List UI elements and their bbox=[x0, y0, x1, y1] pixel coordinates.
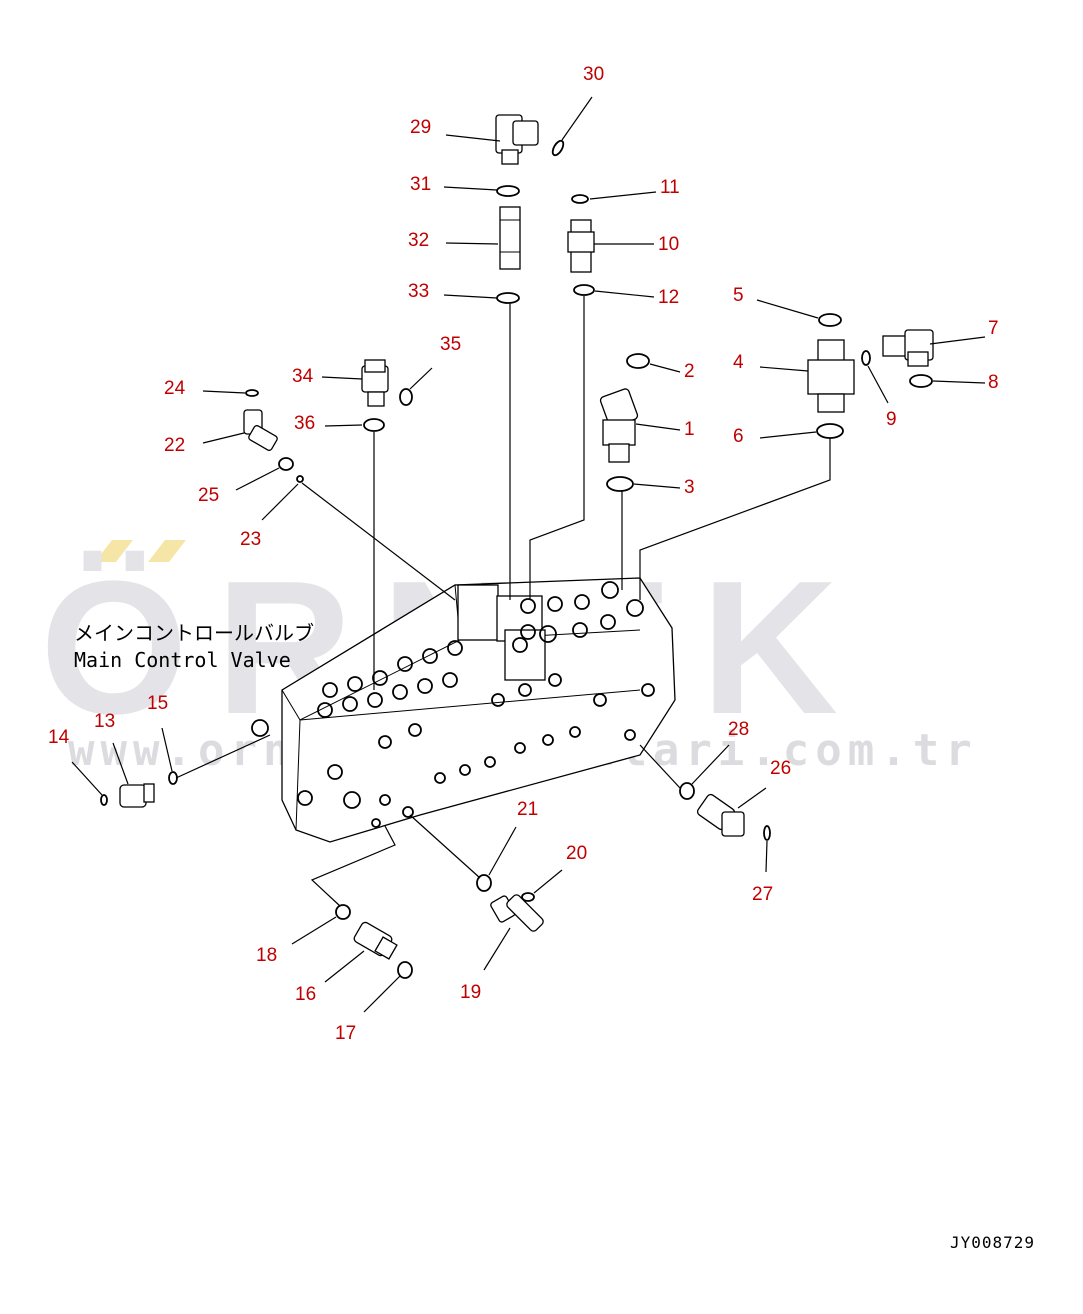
callout-2: 2 bbox=[684, 361, 695, 382]
part-13-plug bbox=[119, 783, 155, 808]
part-34-elbow-fitting bbox=[361, 359, 389, 407]
part-21-o-ring bbox=[476, 874, 492, 892]
callout-15: 15 bbox=[147, 693, 168, 714]
callout-16: 16 bbox=[295, 984, 316, 1005]
part-5-o-ring bbox=[818, 313, 842, 327]
callout-5: 5 bbox=[733, 285, 744, 306]
part-1-elbow-fitting bbox=[599, 388, 639, 463]
part-19-elbow-fitting bbox=[490, 894, 544, 932]
callout-36: 36 bbox=[294, 413, 315, 434]
callout-34: 34 bbox=[292, 366, 314, 387]
part-32-adapter bbox=[499, 206, 521, 270]
part-20-o-ring bbox=[521, 892, 535, 902]
callout-leaders bbox=[71, 96, 986, 1013]
callout-35: 35 bbox=[440, 334, 461, 355]
part-18-o-ring bbox=[335, 904, 351, 920]
callout-17: 17 bbox=[335, 1023, 356, 1044]
callout-3: 3 bbox=[684, 477, 695, 498]
callout-26: 26 bbox=[770, 758, 791, 779]
valve-caption: メインコントロールバルブ Main Control Valve bbox=[74, 621, 314, 672]
part-25-o-ring bbox=[278, 457, 294, 471]
callout-19: 19 bbox=[460, 982, 481, 1003]
callout-11: 11 bbox=[660, 177, 680, 198]
callout-25: 25 bbox=[198, 485, 219, 506]
parts bbox=[100, 114, 934, 979]
callout-22: 22 bbox=[164, 435, 185, 456]
part-4-adapter bbox=[807, 339, 855, 413]
callout-8: 8 bbox=[988, 372, 999, 393]
callout-31: 31 bbox=[410, 174, 431, 195]
watermark-umlaut-left bbox=[95, 540, 133, 562]
part-9-o-ring bbox=[861, 350, 871, 366]
part-22-elbow-fitting bbox=[243, 409, 278, 451]
figure-code: JY008729 bbox=[950, 1233, 1035, 1252]
callout-21: 21 bbox=[517, 799, 538, 820]
callout-29: 29 bbox=[410, 117, 431, 138]
part-35-o-ring bbox=[399, 388, 413, 406]
part-33-o-ring bbox=[496, 292, 520, 304]
valve-ports bbox=[251, 581, 655, 828]
part-24-o-ring bbox=[245, 389, 259, 397]
callout-18: 18 bbox=[256, 945, 277, 966]
main-control-valve-body bbox=[251, 577, 676, 843]
callout-4: 4 bbox=[733, 352, 744, 373]
watermark-umlaut-right bbox=[148, 540, 186, 562]
callout-32: 32 bbox=[408, 230, 429, 251]
part-31-o-ring bbox=[496, 185, 520, 197]
part-29-elbow-fitting bbox=[495, 114, 539, 165]
callout-23: 23 bbox=[240, 529, 261, 550]
part-2-o-ring bbox=[626, 353, 650, 369]
part-3-o-ring bbox=[606, 476, 634, 492]
part-27-o-ring bbox=[763, 825, 771, 841]
part-17-o-ring bbox=[397, 961, 413, 979]
part-30-o-ring bbox=[551, 139, 565, 157]
part-6-o-ring bbox=[816, 423, 844, 439]
callout-6: 6 bbox=[733, 426, 744, 447]
callout-13: 13 bbox=[94, 711, 115, 732]
callout-24: 24 bbox=[164, 378, 186, 399]
callout-1: 1 bbox=[684, 419, 695, 440]
callout-27: 27 bbox=[752, 884, 773, 905]
part-14-o-ring bbox=[100, 794, 108, 806]
callout-7: 7 bbox=[988, 318, 999, 339]
callout-10: 10 bbox=[658, 234, 679, 255]
caption-japanese: メインコントロールバルブ bbox=[74, 621, 314, 645]
part-8-o-ring bbox=[909, 374, 933, 388]
part-26-elbow-fitting bbox=[696, 793, 745, 837]
callout-20: 20 bbox=[566, 843, 587, 864]
assembly-lines bbox=[175, 296, 831, 907]
part-16-plug bbox=[353, 921, 398, 960]
callout-14: 14 bbox=[48, 727, 70, 748]
callout-labels: 1 2 3 4 5 6 7 8 9 10 11 12 13 14 15 16 1… bbox=[48, 64, 999, 1044]
callout-28: 28 bbox=[728, 719, 749, 740]
callout-30: 30 bbox=[583, 64, 604, 85]
caption-english: Main Control Valve bbox=[74, 648, 291, 672]
part-36-o-ring bbox=[363, 418, 385, 432]
callout-12: 12 bbox=[658, 287, 679, 308]
part-12-o-ring bbox=[573, 284, 595, 296]
part-7-elbow-fitting bbox=[882, 329, 934, 367]
part-11-o-ring bbox=[571, 194, 589, 204]
callout-33: 33 bbox=[408, 281, 429, 302]
callout-9: 9 bbox=[886, 409, 897, 430]
part-23-plug bbox=[296, 475, 304, 483]
part-28-o-ring bbox=[679, 782, 695, 800]
part-10-adapter bbox=[567, 219, 595, 273]
